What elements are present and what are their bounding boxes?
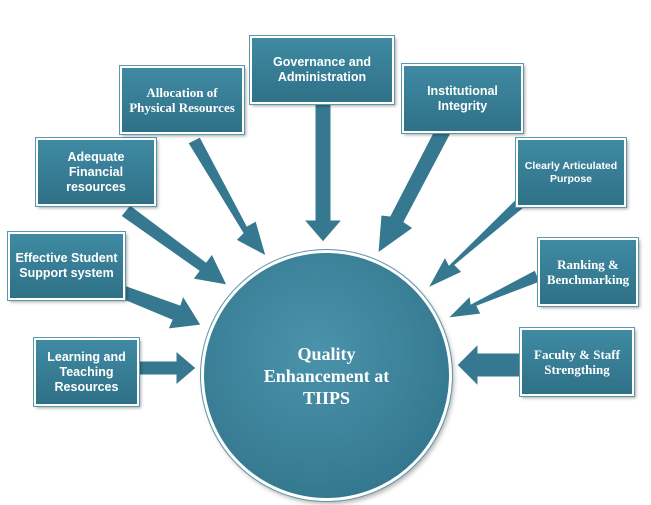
arrow-ranking (446, 269, 541, 319)
node-label: Learning and Teaching Resources (47, 349, 126, 394)
node-purpose: Clearly Articulated Purpose (515, 137, 627, 208)
node-governance: Governance and Administration (249, 35, 395, 105)
node-label: Institutional Integrity (427, 83, 498, 113)
arrow-faculty (456, 342, 523, 388)
node-student: Effective Student Support system (7, 231, 126, 301)
arrow-student (118, 284, 202, 330)
arrow-learning (137, 349, 197, 387)
node-label: Governance and Administration (273, 55, 371, 84)
arrow-purpose (426, 195, 527, 290)
node-integrity: Institutional Integrity (401, 63, 524, 134)
node-label: Faculty & Staff Strengthing (534, 347, 620, 377)
arrow-physical (187, 136, 267, 257)
center-hub: Quality Enhancement at TIIPS (200, 249, 453, 502)
arrow-governance (302, 103, 344, 243)
center-label: Quality Enhancement at TIIPS (263, 343, 390, 408)
node-physical: Allocation of Physical Resources (119, 65, 245, 135)
node-label: Ranking & Benchmarking (546, 257, 630, 287)
arrow-financial (120, 204, 228, 286)
node-financial: Adequate Financial resources (35, 137, 157, 207)
node-label: Adequate Financial resources (66, 149, 126, 194)
node-ranking: Ranking & Benchmarking (537, 237, 639, 307)
node-learning: Learning and Teaching Resources (33, 337, 140, 407)
node-faculty: Faculty & Staff Strengthing (519, 327, 635, 397)
node-label: Allocation of Physical Resources (129, 85, 235, 115)
arrow-integrity (377, 124, 452, 255)
node-label: Clearly Articulated Purpose (524, 159, 618, 185)
node-label: Effective Student Support system (15, 251, 118, 280)
